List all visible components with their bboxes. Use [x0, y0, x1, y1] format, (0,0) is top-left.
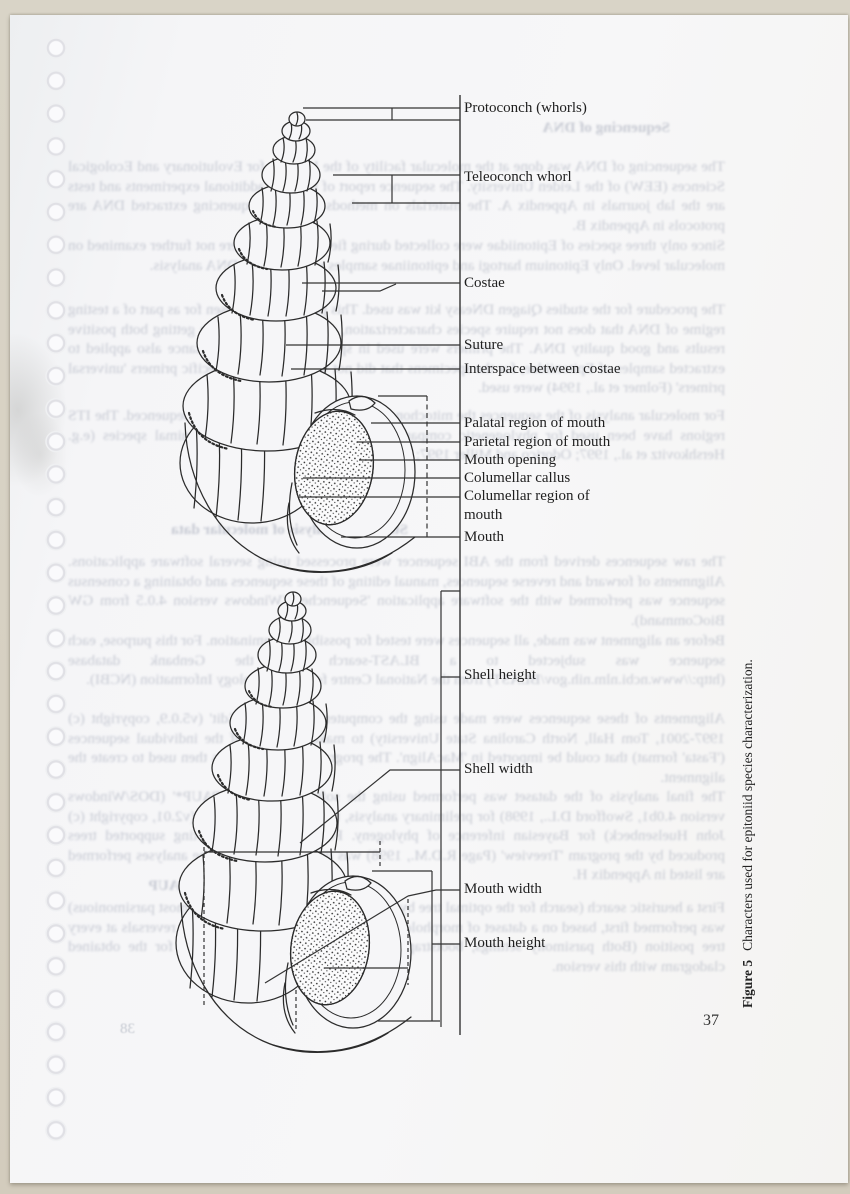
measurement-lines-bottom-shell	[203, 590, 460, 1030]
figure-label-mouth-opening: Mouth opening	[464, 452, 557, 468]
figure-caption: Figure 5 Characters used for epitoniid sp…	[740, 659, 756, 1008]
figure-label-columellar-region: Columellar region of mouth	[464, 488, 590, 523]
shell-drawing-top	[178, 110, 417, 574]
figure-label-mouth-height: Mouth height	[464, 935, 546, 951]
figure-label-columellar-callus: Columellar callus	[464, 470, 571, 486]
figure-label-protoconch: Protoconch (whorls)	[464, 100, 587, 116]
figure-caption-number: Figure 5	[740, 959, 755, 1008]
figure-label-shell-height: Shell height	[464, 667, 537, 683]
shell-drawing-bottom	[174, 590, 413, 1054]
figure-label-parietal-region: Parietal region of mouth	[464, 434, 611, 450]
leader-lines-top-shell	[286, 95, 461, 1035]
figure-label-mouth: Mouth	[464, 529, 505, 545]
figure-label-teleoconch: Teleoconch whorl	[464, 169, 572, 185]
figure-label-suture: Suture	[464, 337, 504, 353]
page-number: 37	[703, 1012, 719, 1029]
figure-label-mouth-width: Mouth width	[464, 881, 542, 897]
paper-sheet	[10, 15, 848, 1183]
figure-label-interspace: Interspace between costae	[464, 361, 621, 377]
figure-caption-text: Characters used for epitoniid species ch…	[740, 659, 755, 951]
figure-label-palatal-region: Palatal region of mouth	[464, 415, 606, 431]
figure-label-costae: Costae	[464, 275, 505, 291]
figure-label-shell-width: Shell width	[464, 761, 533, 777]
binding-holes	[44, 36, 68, 1152]
